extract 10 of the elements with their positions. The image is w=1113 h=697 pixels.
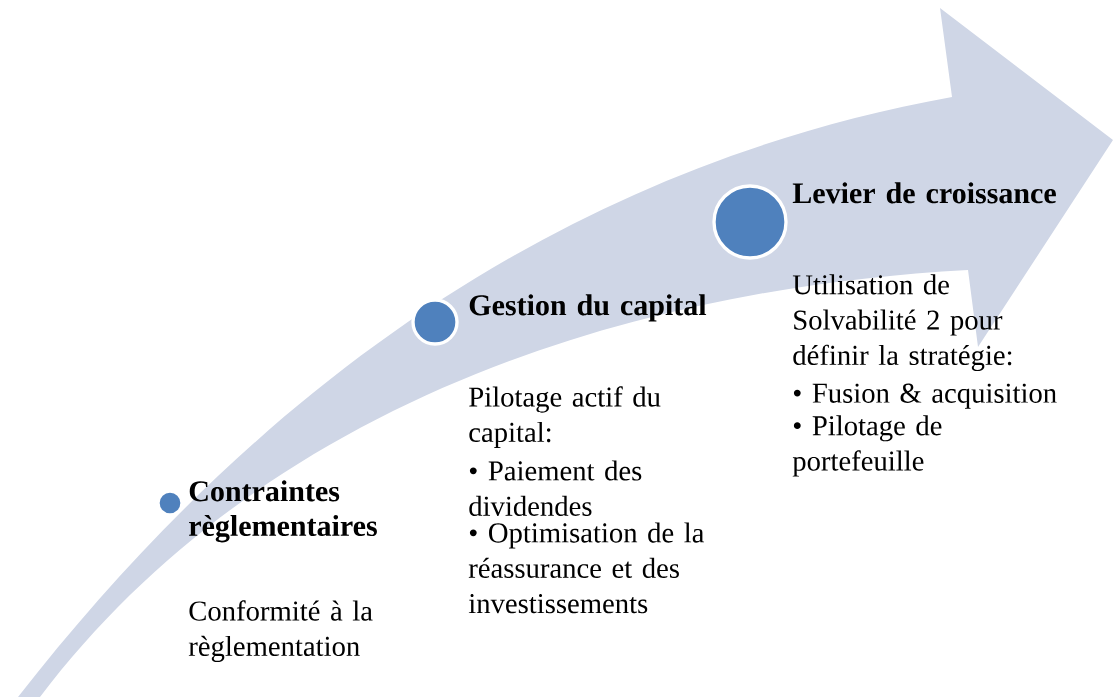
bullet-item: • Fusion & acquisition <box>793 383 1057 409</box>
stage-heading: Contraintes règlementaires <box>189 480 377 543</box>
description-text: Conformité à la règlementation <box>188 600 373 662</box>
bullet-item: • Optimisation de la réassurance et des investissements <box>468 522 705 614</box>
bullet-item: • Paiement des dividendes <box>469 460 642 516</box>
bullet-item: • Pilotage de portefeuille <box>792 415 942 477</box>
description-text: Utilisation de Solvabilité 2 pour définir la stratégie: <box>792 274 1012 371</box>
stage-heading: Gestion du capital <box>469 294 707 322</box>
stage-heading: Levier de croissance <box>792 182 1056 204</box>
description-text: Pilotage actif du capital: <box>469 386 661 448</box>
